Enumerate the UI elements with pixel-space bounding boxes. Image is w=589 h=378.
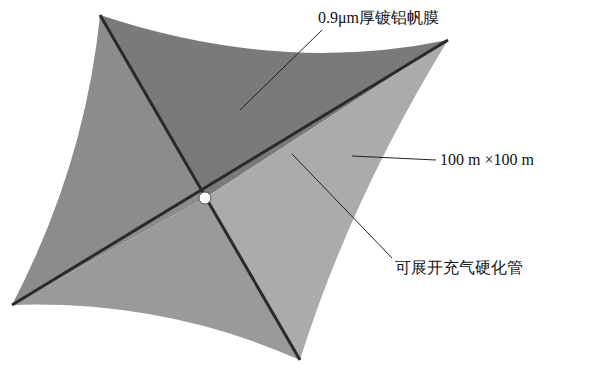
boom-label: 可展开充气硬化管 bbox=[395, 258, 523, 277]
leader-line bbox=[240, 30, 322, 110]
inflatable-boom bbox=[100, 15, 300, 360]
hub bbox=[199, 192, 211, 204]
leader-line bbox=[352, 156, 436, 160]
sail-quadrant bbox=[12, 15, 205, 305]
dimension-label: 100 m ×100 m bbox=[440, 150, 534, 169]
leader-line bbox=[292, 154, 392, 258]
inflatable-boom bbox=[12, 40, 448, 305]
membrane-label: 0.9μm厚镀铝帆膜 bbox=[318, 8, 439, 27]
